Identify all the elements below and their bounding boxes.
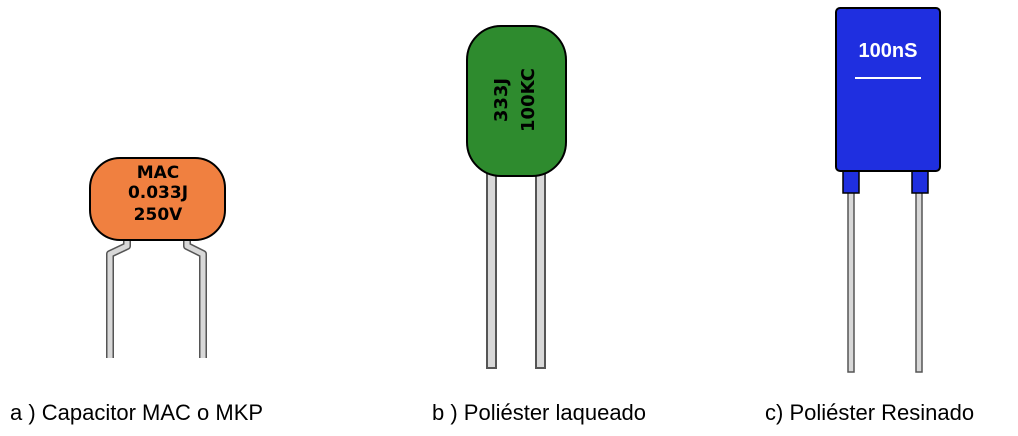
capacitor-mac-body bbox=[89, 157, 226, 241]
capacitor-lacquered-marking-2: 100KC bbox=[518, 68, 539, 132]
caption-lacquered: b ) Poliéster laqueado bbox=[432, 400, 647, 425]
capacitor-mac-marking-1: MAC bbox=[137, 163, 180, 183]
capacitor-resin-body bbox=[835, 7, 941, 172]
capacitor-resin-leads bbox=[847, 189, 923, 373]
capacitor-lacquered-leads bbox=[486, 167, 546, 369]
capacitor-lacquered-marking-1: 333J bbox=[491, 78, 512, 122]
capacitor-lacquered-body bbox=[466, 25, 567, 177]
capacitor-resin: 100nS bbox=[835, 7, 941, 373]
caption-resin: c) Poliéster Resinado bbox=[765, 400, 975, 425]
capacitor-resin-marking: 100nS bbox=[859, 40, 918, 62]
capacitor-mac-leads bbox=[106, 238, 207, 358]
caption-mac: a ) Capacitor MAC o MKP bbox=[10, 400, 264, 425]
capacitor-mac-marking-3: 250V bbox=[134, 205, 183, 225]
capacitor-mac-marking-2: 0.033J bbox=[128, 183, 188, 203]
capacitor-lacquered: 333J 100KC bbox=[466, 25, 567, 369]
capacitor-mac: MAC 0.033J 250V bbox=[89, 157, 226, 358]
